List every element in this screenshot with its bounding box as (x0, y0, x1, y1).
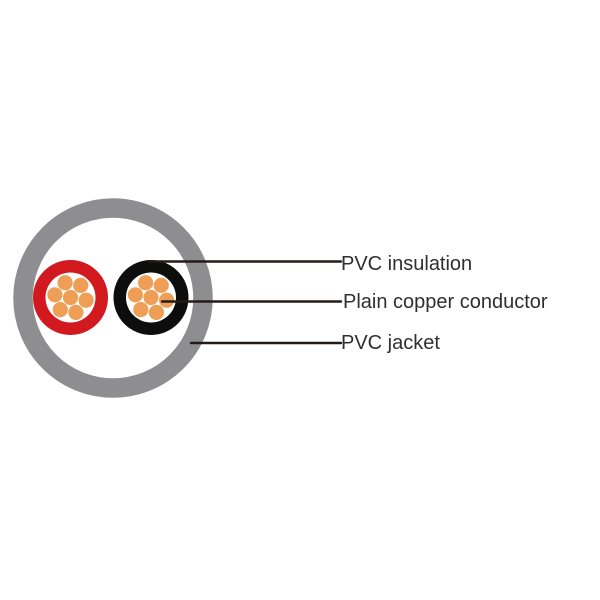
copper-strand (138, 275, 154, 291)
copper-strand (73, 277, 89, 293)
copper-strand (159, 292, 175, 308)
copper-strand (68, 304, 84, 320)
copper-strand (148, 304, 164, 320)
red-copper-strands (47, 275, 94, 320)
copper-strand (153, 277, 169, 293)
label-plain-copper-conductor: Plain copper conductor (343, 291, 548, 313)
label-pvc-jacket: PVC jacket (341, 332, 440, 354)
copper-strand (62, 289, 79, 306)
core-black (113, 260, 189, 335)
copper-strand (52, 302, 68, 318)
black-copper-strands (127, 275, 175, 320)
pvc-jacket-ring (13, 198, 213, 398)
copper-strand (47, 287, 63, 303)
copper-strand (133, 302, 149, 318)
label-pvc-insulation: PVC insulation (341, 253, 473, 275)
copper-strand (143, 289, 159, 306)
copper-strand (127, 287, 143, 303)
core-red (33, 260, 108, 335)
copper-strand (57, 275, 73, 291)
copper-strand (78, 292, 94, 308)
